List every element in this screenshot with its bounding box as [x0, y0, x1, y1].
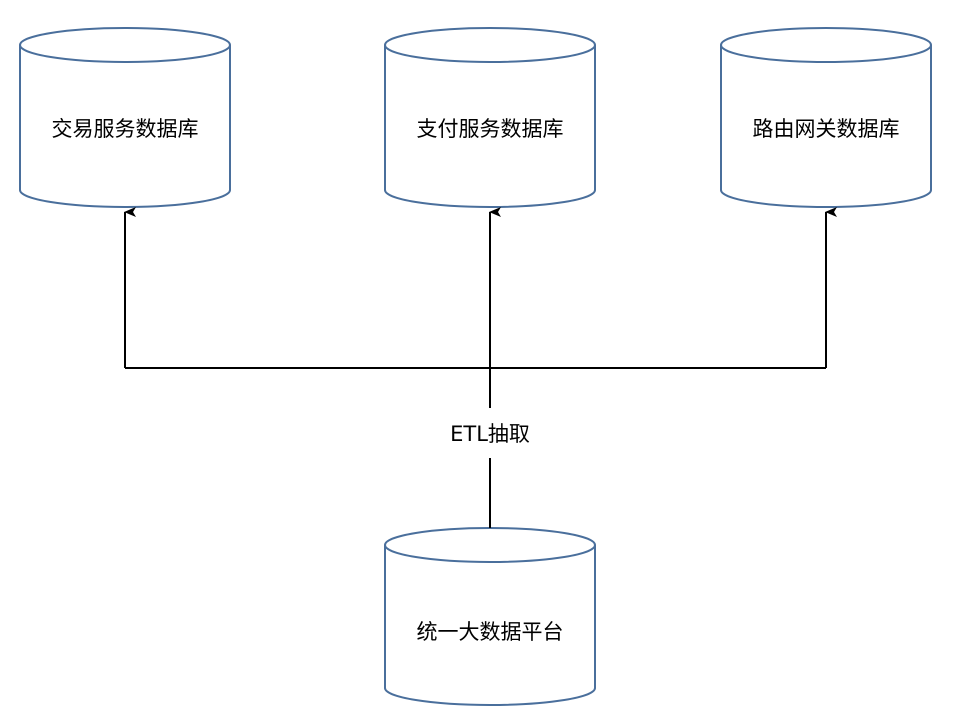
cylinder-payment-db-body: [384, 45, 596, 208]
etl-edge-label: ETL抽取: [450, 422, 530, 446]
cylinder-payment-db[interactable]: 支付服务数据库: [384, 27, 596, 208]
cylinder-gateway-db-body: [720, 45, 932, 208]
connector-lines: [124, 207, 837, 528]
cylinder-payment-db-top: [384, 27, 596, 63]
trade-db-label: 交易服务数据库: [52, 117, 199, 141]
cylinder-gateway-db-top: [720, 27, 932, 63]
cylinder-gateway-db[interactable]: 路由网关数据库: [720, 27, 932, 208]
cylinder-platform-db-body: [384, 545, 596, 706]
cylinder-platform-db[interactable]: 统一大数据平台: [384, 527, 596, 706]
gateway-db-label: 路由网关数据库: [753, 117, 900, 141]
cylinder-trade-db-body: [19, 45, 231, 208]
platform-db-label: 统一大数据平台: [417, 620, 564, 644]
cylinder-trade-db[interactable]: 交易服务数据库: [19, 27, 231, 208]
payment-db-label: 支付服务数据库: [417, 117, 564, 141]
cylinder-trade-db-top: [19, 27, 231, 63]
cylinder-platform-db-top: [384, 527, 596, 563]
